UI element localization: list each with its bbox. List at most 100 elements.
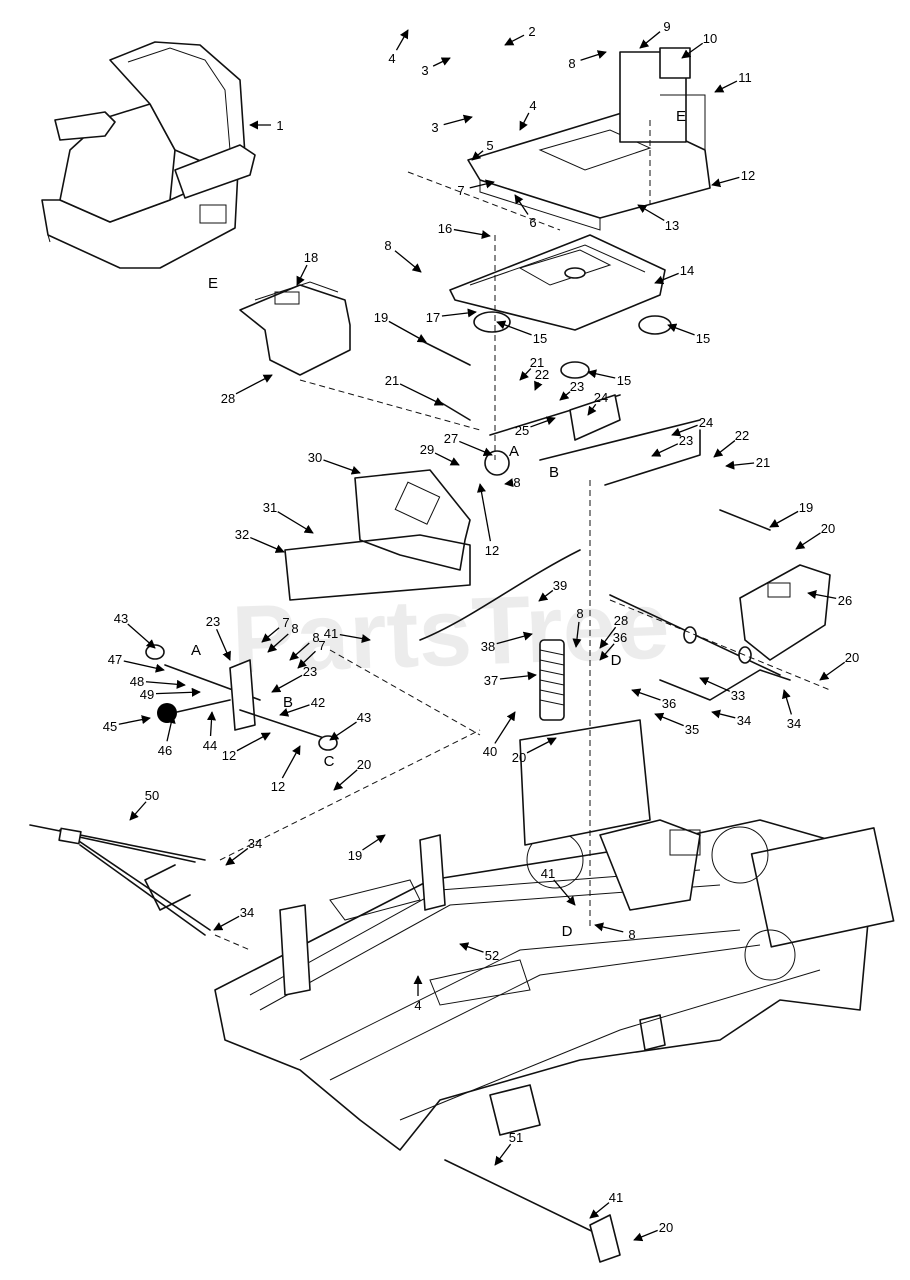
part-callout: 51 [509, 1130, 523, 1145]
callout-leader [496, 631, 533, 645]
part-callout: 34 [787, 716, 801, 731]
part-callout: 20 [512, 750, 526, 765]
callout-leader [279, 704, 310, 717]
callout-leader [394, 250, 422, 273]
part-callout: 21 [756, 455, 770, 470]
part-callout: 12 [222, 748, 236, 763]
reference-letter: D [562, 923, 573, 940]
part-callout: 19 [799, 500, 813, 515]
part-callout: 8 [291, 621, 298, 636]
knob [157, 703, 177, 723]
part-callout: 28 [614, 613, 628, 628]
callout-leader [235, 374, 273, 395]
part-callout: 49 [140, 687, 154, 702]
part-callout: 25 [515, 423, 529, 438]
callout-leader [494, 1143, 512, 1166]
callout-leader [530, 416, 556, 428]
shock-absorber [539, 639, 565, 721]
part-callout: 26 [838, 593, 852, 608]
callout-leader [329, 721, 357, 741]
shroud [284, 469, 471, 601]
callout-leader [769, 510, 799, 528]
part-callout: 8 [513, 475, 520, 490]
part-callout: 7 [318, 638, 325, 653]
callout-leader [711, 709, 736, 719]
callout-leader [206, 711, 217, 737]
callout-leader [333, 769, 358, 791]
seat [41, 41, 256, 269]
part-callout: 8 [384, 238, 391, 253]
callout-leader [599, 626, 617, 649]
callout-leader [795, 532, 821, 550]
callout-leader [225, 847, 249, 866]
part-callout: 27 [444, 431, 458, 446]
part-callout: 2 [528, 24, 535, 39]
reference-letter: C [324, 753, 335, 770]
callout-leader [526, 737, 557, 754]
reference-letter: B [549, 464, 559, 481]
callout-leader [599, 643, 615, 661]
part-callout: 30 [308, 450, 322, 465]
callout-leader [434, 452, 460, 466]
part-callout: 10 [703, 31, 717, 46]
part-callout: 4 [414, 998, 421, 1013]
part-callout: 32 [235, 527, 249, 542]
callout-leader [504, 34, 525, 46]
part-callout: 24 [699, 415, 713, 430]
part-callout: 20 [357, 757, 371, 772]
callout-leader [631, 688, 661, 701]
part-callout: 12 [485, 543, 499, 558]
part-callout: 20 [659, 1220, 673, 1235]
callout-leader [699, 677, 731, 692]
reference-letter: E [208, 275, 218, 292]
part-callout: 40 [483, 744, 497, 759]
callout-leader [277, 511, 314, 534]
callout-leader [296, 264, 308, 286]
callout-leader [250, 536, 285, 553]
callout-leader [711, 176, 740, 188]
callout-leader [453, 228, 491, 240]
callout-leader [807, 590, 837, 599]
part-callout: 8 [312, 630, 319, 645]
part-callout: 50 [145, 788, 159, 803]
part-callout: 35 [685, 722, 699, 737]
part-callout: 46 [158, 743, 172, 758]
part-callout: 19 [348, 848, 362, 863]
callout-leader [639, 31, 661, 49]
part-callout: 43 [357, 710, 371, 725]
part-callout: 15 [533, 331, 547, 346]
part-callout: 4 [529, 98, 536, 113]
callout-leader [713, 440, 736, 458]
part-callout: 36 [662, 696, 676, 711]
part-callout: 39 [553, 578, 567, 593]
part-callout: 11 [738, 70, 752, 85]
part-callout: 8 [576, 606, 583, 621]
callout-leader [589, 1202, 610, 1219]
callout-leader [267, 633, 289, 653]
part-callout: 41 [324, 626, 338, 641]
part-callout: 52 [485, 948, 499, 963]
part-callout: 48 [130, 674, 144, 689]
watermark: PartsTree [230, 572, 671, 694]
part-callout: 12 [271, 779, 285, 794]
part-callout: 7 [457, 183, 464, 198]
part-callout: 15 [696, 331, 710, 346]
part-callout: 42 [311, 695, 325, 710]
part-callout: 43 [114, 611, 128, 626]
part-callout: 13 [665, 218, 679, 233]
callout-leader [587, 403, 597, 416]
part-callout: 14 [680, 263, 694, 278]
callout-leader [297, 650, 316, 669]
part-callout: 18 [304, 250, 318, 265]
callout-leader [667, 323, 695, 336]
rod-51 [444, 1159, 621, 1263]
part-callout: 6 [529, 215, 536, 230]
part-callout: 4 [388, 51, 395, 66]
part-callout: 5 [486, 138, 493, 153]
reference-letter: A [509, 443, 519, 460]
cable [419, 549, 581, 641]
callout-leader [443, 114, 473, 126]
callout-leader [519, 112, 530, 131]
part-callout: 44 [203, 738, 217, 753]
